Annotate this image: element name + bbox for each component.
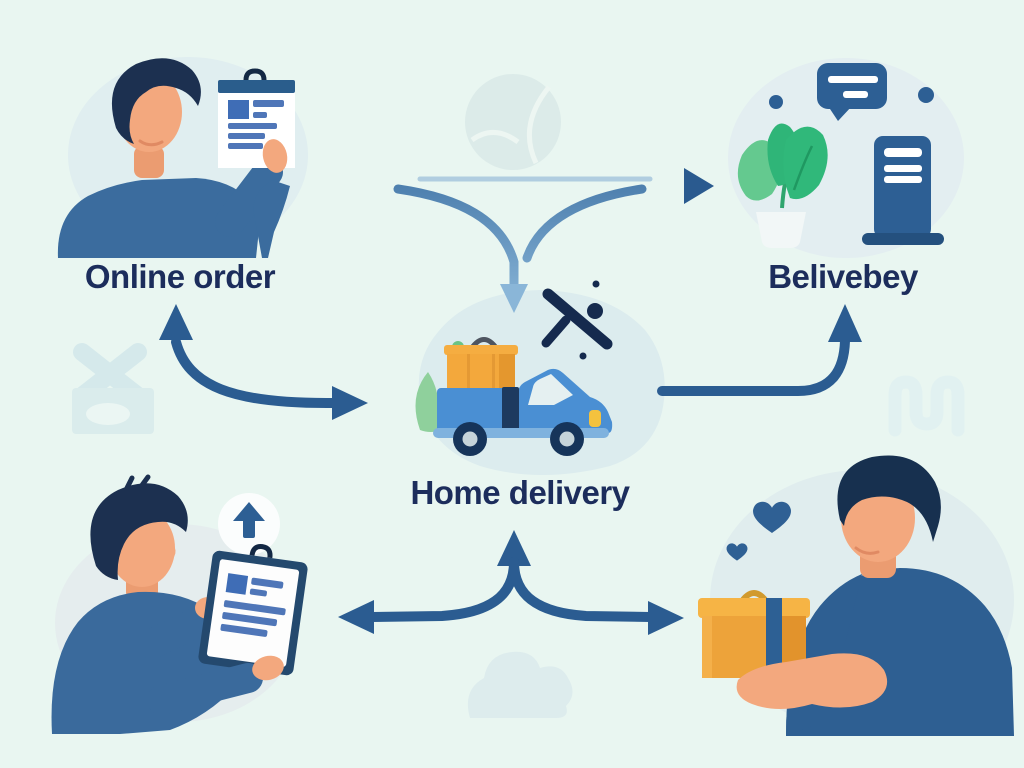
truck-icon xyxy=(433,368,613,456)
scene-confirmation xyxy=(51,474,308,734)
store-kiosk-icon xyxy=(862,136,944,245)
scene-store xyxy=(728,58,964,258)
decor-parcel-watermark xyxy=(72,343,154,434)
hands xyxy=(736,653,888,709)
arrow-three-way xyxy=(338,530,684,635)
decor-ball xyxy=(465,74,561,170)
scene-received xyxy=(698,455,1014,736)
dot-accent xyxy=(918,87,934,103)
arrow-left-loop xyxy=(159,304,368,420)
label-online-order: Online order xyxy=(84,258,276,295)
truck-package-icon xyxy=(444,337,518,390)
label-home-delivery: Home delivery xyxy=(410,474,630,511)
hand xyxy=(252,655,284,681)
forearm xyxy=(147,663,263,715)
heart-icon xyxy=(753,501,791,533)
label-delivery: Belivebey xyxy=(768,258,918,295)
potted-plant-icon xyxy=(737,123,828,248)
hand xyxy=(262,139,288,173)
club-accent-icon xyxy=(541,280,613,360)
person-ordering xyxy=(57,58,283,258)
decor-squiggle-watermark xyxy=(888,375,965,437)
dot-accent xyxy=(769,95,783,109)
heart-icon-small xyxy=(726,543,748,561)
sleeve xyxy=(253,180,290,258)
arrow-branch-down xyxy=(393,184,647,313)
decor-cloud xyxy=(467,651,573,718)
scene-online-order xyxy=(57,57,308,258)
scene-delivery-truck xyxy=(415,280,665,475)
gift-package-icon xyxy=(698,590,810,678)
arrow-right-up xyxy=(657,304,862,396)
chat-bubble-icon xyxy=(817,63,887,121)
confirmation-clipboard-icon xyxy=(198,544,308,676)
upload-icon xyxy=(218,493,280,555)
